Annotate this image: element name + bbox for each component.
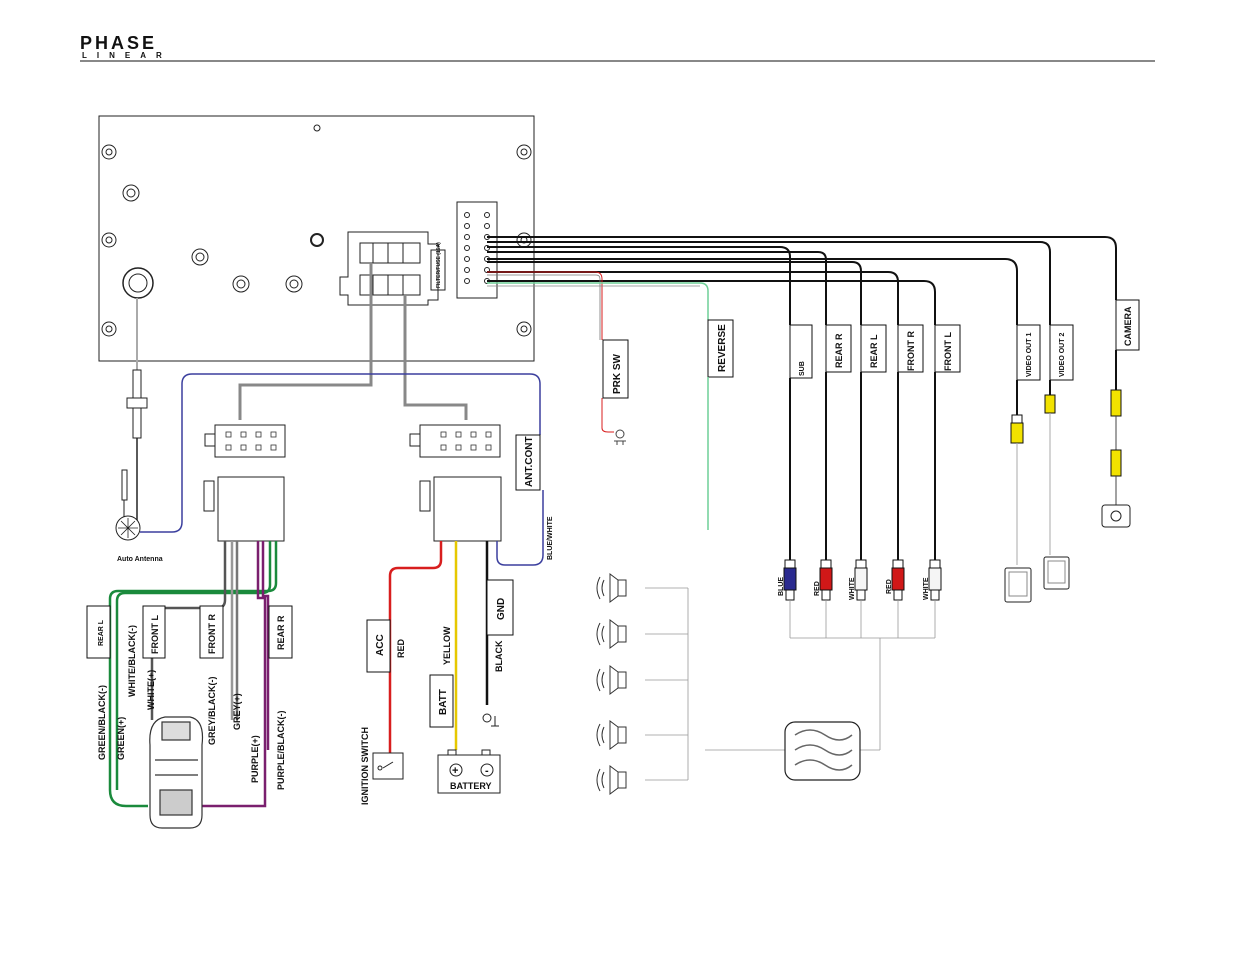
tag-front-l: FRONT L xyxy=(150,615,160,654)
monitor-icon xyxy=(1043,556,1070,590)
battery-icon: + - BATTERY xyxy=(437,749,501,794)
tag-sub: SUB xyxy=(789,324,813,379)
rca-output-wires xyxy=(487,236,1117,325)
antenna-plug xyxy=(115,298,148,541)
speaker-icon xyxy=(596,665,627,695)
svg-text:FRONT L: FRONT L xyxy=(943,332,953,371)
speaker-icon xyxy=(596,765,627,795)
video-out-1-plug xyxy=(1010,414,1024,565)
rca-plug-blue: BLUE xyxy=(778,559,797,601)
tag-rear-l: REAR L xyxy=(98,619,105,646)
parking-wire-red xyxy=(487,271,603,340)
tag-rear-r: REAR R xyxy=(276,615,286,650)
ignition-switch-label: IGNITION SWITCH xyxy=(360,727,370,805)
tag-rear-l: REAR L xyxy=(860,324,887,373)
fuse-label: FILTER/FUSE (15A) xyxy=(436,242,442,288)
svg-text:VIDEO OUT 2: VIDEO OUT 2 xyxy=(1059,333,1066,377)
logo-top: PHASE xyxy=(80,33,157,53)
tag-reverse: REVERSE xyxy=(707,319,734,378)
video-out-2-plug xyxy=(1044,394,1056,555)
minus-sign: - xyxy=(485,765,489,777)
tag-gnd: GND xyxy=(486,579,514,636)
ground-icon xyxy=(482,713,499,727)
svg-text:RED: RED xyxy=(814,581,821,596)
blue-white-wire xyxy=(496,490,544,566)
antenna-control-wire xyxy=(140,373,541,533)
speaker-tags: REAR L FRONT L FRONT R REAR R xyxy=(86,605,293,659)
logo-bottom: LINEAR xyxy=(82,51,172,60)
amplifier-bus xyxy=(645,587,936,781)
black-label: BLACK xyxy=(494,640,504,672)
tag-video-out-2: VIDEO OUT 2 xyxy=(1049,324,1074,381)
svg-text:GREY/BLACK(-): GREY/BLACK(-) xyxy=(207,677,217,746)
svg-text:REVERSE: REVERSE xyxy=(717,324,728,372)
svg-text:BLUE: BLUE xyxy=(778,577,785,596)
phase-linear-logo: PHASE LINEAR xyxy=(80,33,172,60)
tag-acc: ACC xyxy=(366,619,391,673)
rca-plug-white: WHITE xyxy=(849,559,868,601)
tag-video-out-1: VIDEO OUT 1 xyxy=(1016,324,1041,381)
svg-text:CAMERA: CAMERA xyxy=(1123,306,1133,346)
harness-plugs xyxy=(203,424,502,542)
camera-plug xyxy=(1110,389,1122,505)
speaker-icon xyxy=(596,720,627,750)
tag-rear-r: REAR R xyxy=(825,324,852,373)
camera-icon xyxy=(1101,504,1131,528)
plus-sign: + xyxy=(452,765,458,777)
reverse-wire-top xyxy=(487,282,709,320)
rca-down-cables xyxy=(789,350,1117,560)
speakers xyxy=(596,573,627,795)
amplifier-icon xyxy=(784,721,861,781)
svg-text:WHITE: WHITE xyxy=(849,577,856,600)
svg-text:RED: RED xyxy=(886,579,893,594)
tag-prk-sw: PRK SW xyxy=(602,339,629,399)
red-label: RED xyxy=(396,638,406,658)
harness-pins xyxy=(225,431,492,451)
tag-camera: CAMERA xyxy=(1115,299,1140,351)
car-icon xyxy=(149,716,204,829)
svg-text:FRONT R: FRONT R xyxy=(906,331,916,371)
svg-text:GREEN/BLACK(-): GREEN/BLACK(-) xyxy=(97,685,107,760)
svg-text:WHITE(+): WHITE(+) xyxy=(146,670,156,710)
monitor-icon xyxy=(1004,567,1032,603)
ignition-switch-icon xyxy=(372,752,404,780)
auto-antenna-label: Auto Antenna xyxy=(117,556,163,563)
tag-ant-cont: ANT.CONT xyxy=(515,434,541,491)
rca-plug-red: RED xyxy=(814,559,833,601)
svg-text:VIDEO OUT 1: VIDEO OUT 1 xyxy=(1026,333,1033,377)
svg-text:WHITE: WHITE xyxy=(923,577,930,600)
rca-plug-white: WHITE xyxy=(923,559,942,601)
svg-text:PURPLE/BLACK(-): PURPLE/BLACK(-) xyxy=(276,711,286,791)
harness-grey-leads xyxy=(238,263,468,420)
svg-text:WHITE/BLACK(-): WHITE/BLACK(-) xyxy=(127,625,137,697)
parking-brake-icon xyxy=(614,429,626,445)
svg-text:PRK SW: PRK SW xyxy=(612,353,623,394)
head-unit-chassis xyxy=(98,115,535,362)
svg-text:REAR R: REAR R xyxy=(834,333,844,368)
battery-label: BATTERY xyxy=(450,781,492,791)
svg-text:GND: GND xyxy=(496,598,507,620)
speaker-wire-labels: GREEN/BLACK(-) GREEN(+) WHITE/BLACK(-) W… xyxy=(97,625,286,790)
svg-text:PURPLE(+): PURPLE(+) xyxy=(250,735,260,783)
parking-wire-dark xyxy=(487,274,601,340)
svg-text:ANT.CONT: ANT.CONT xyxy=(524,436,535,487)
tag-front-r: FRONT R xyxy=(897,324,924,373)
tag-batt: BATT xyxy=(429,674,454,728)
speaker-icon xyxy=(596,573,627,603)
rca-plug-red: RED xyxy=(886,559,905,601)
blue-white-label: BLUE/WHITE xyxy=(547,516,554,560)
svg-text:ACC: ACC xyxy=(375,634,386,656)
svg-text:GREEN(+): GREEN(+) xyxy=(116,717,126,760)
svg-text:REAR L: REAR L xyxy=(869,334,879,368)
svg-text:SUB: SUB xyxy=(799,361,806,376)
svg-text:GREY(+): GREY(+) xyxy=(232,693,242,730)
speaker-icon xyxy=(596,619,627,649)
parking-wire-tail xyxy=(601,398,614,433)
tag-front-l: FRONT L xyxy=(934,324,961,373)
yellow-label: YELLOW xyxy=(442,626,452,665)
tag-front-r: FRONT R xyxy=(207,614,217,654)
svg-text:BATT: BATT xyxy=(438,689,449,715)
